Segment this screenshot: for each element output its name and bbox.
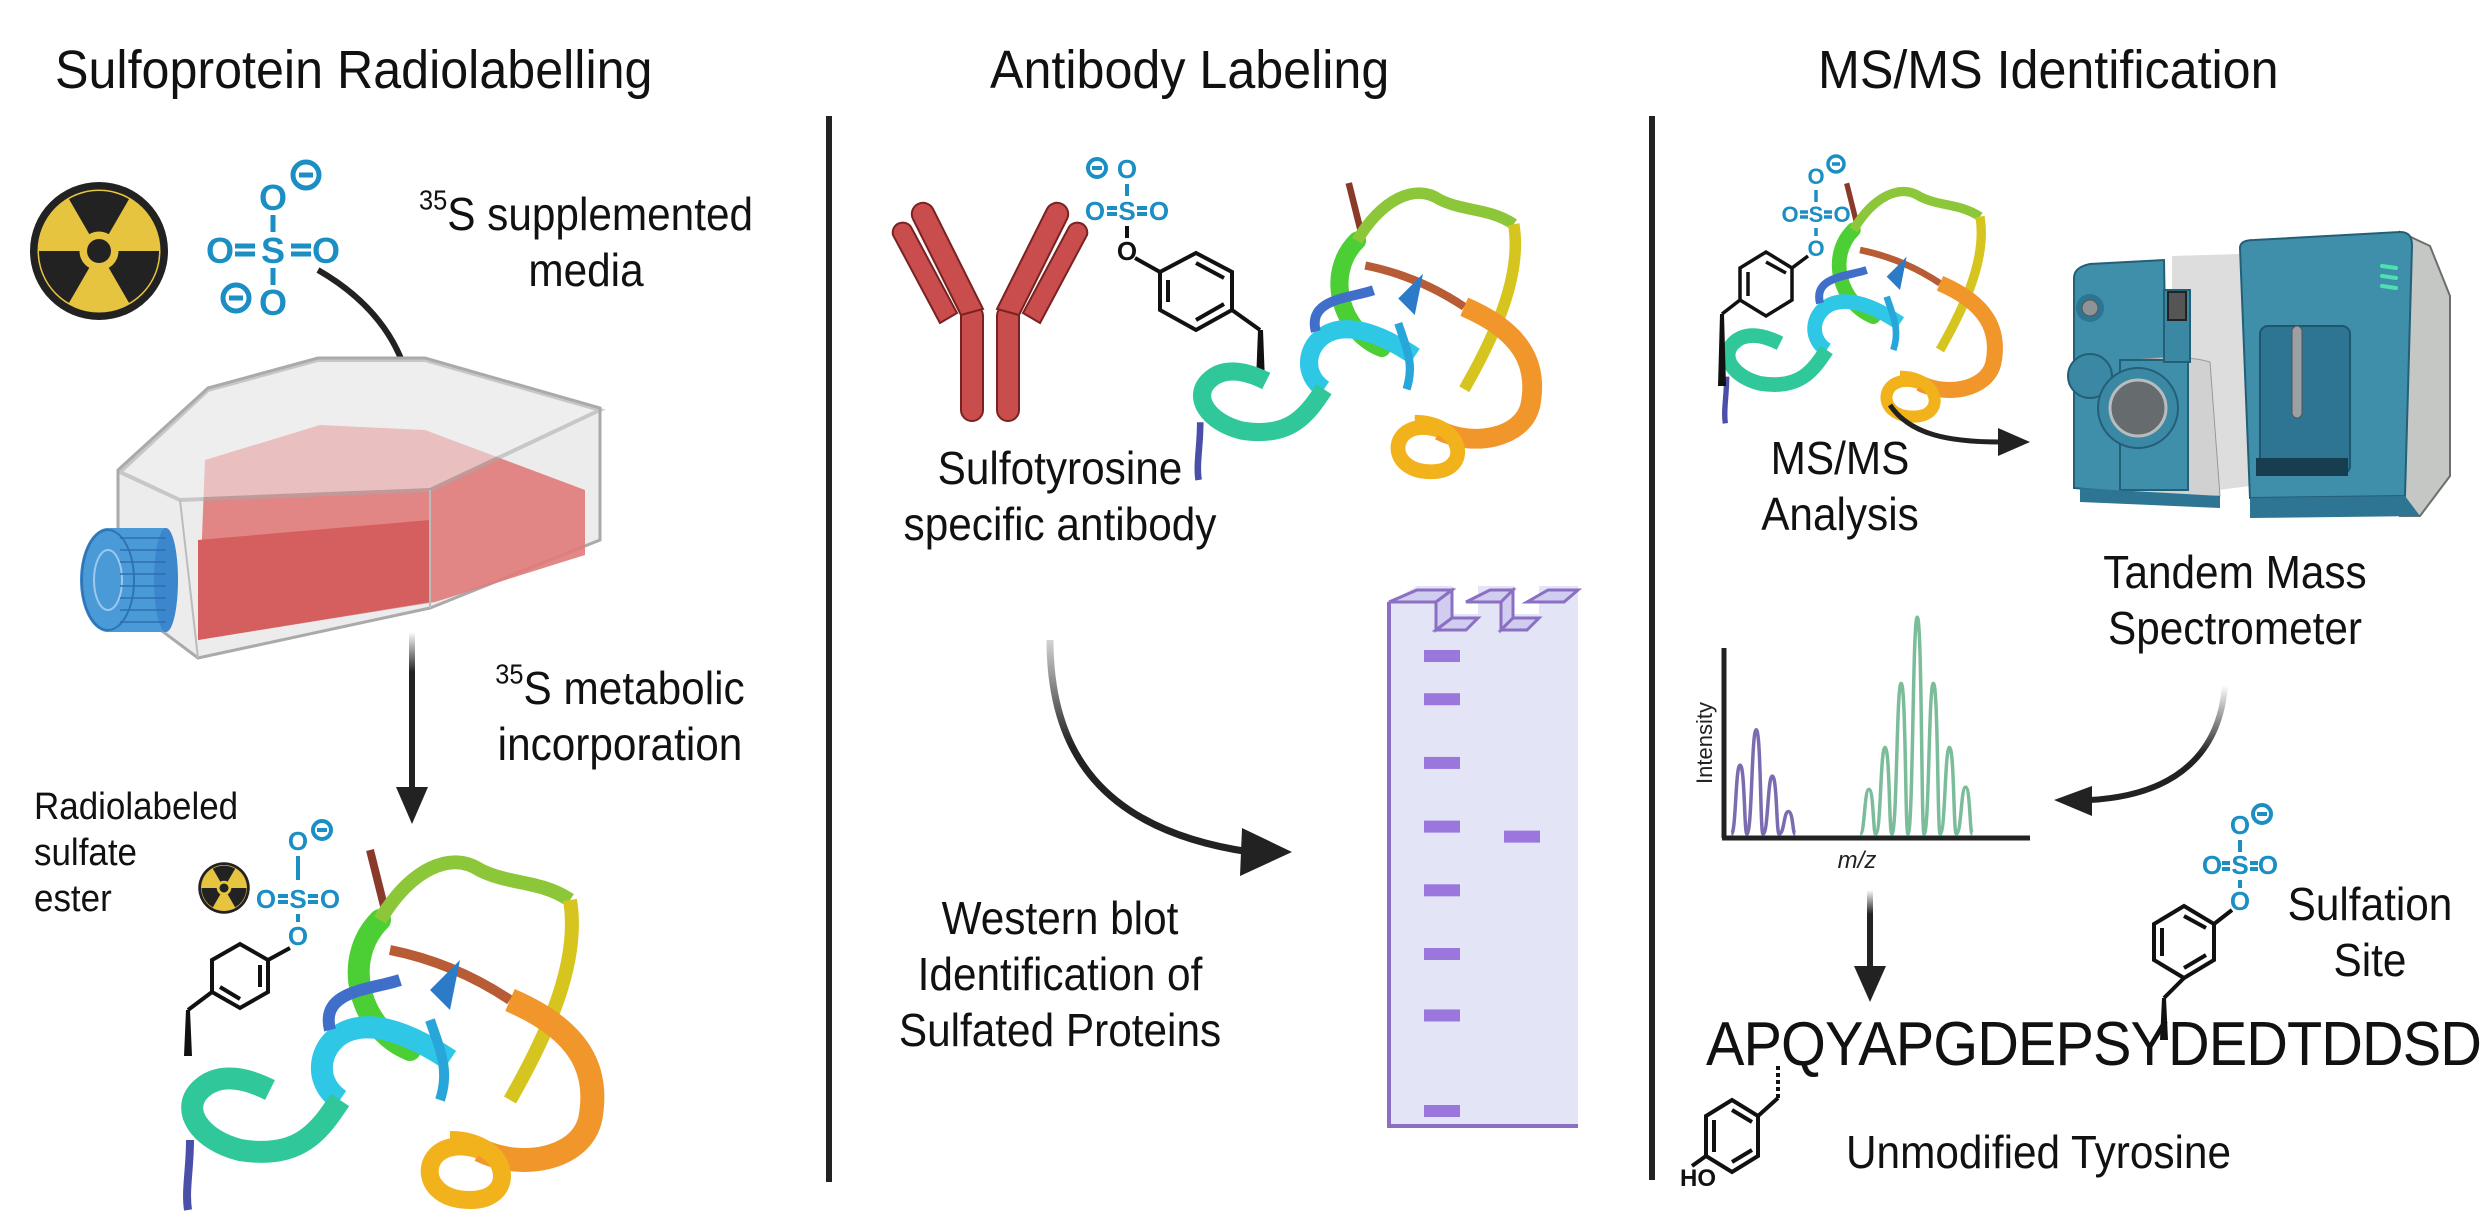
tandem-mass-spectrometer-label: Tandem Mass Spectrometer [2103, 546, 2367, 654]
svg-text:O: O [320, 884, 340, 914]
peptide-sequence: APQYAPGDEPSYDEDTDDSDK [1706, 1010, 2480, 1079]
svg-text:S: S [1118, 196, 1135, 226]
panel-divider-right [1649, 116, 1655, 1180]
ladder-band [1424, 650, 1460, 662]
sample-band [1504, 830, 1540, 843]
protein-ribbon-msms-icon [1720, 182, 2003, 424]
ladder-band [1424, 756, 1460, 769]
protein-ribbon-icon [181, 849, 605, 1211]
arrow-to-western-blot-icon [1046, 639, 1292, 876]
mass-spectrometer-icon [2067, 230, 2451, 518]
svg-text:O: O [1149, 196, 1169, 226]
protein-ribbon-antibody-icon [1193, 182, 1543, 481]
gel-bands [1424, 650, 1540, 1117]
svg-text:O: O [256, 884, 276, 914]
arrow-to-spectrometer-icon [1887, 403, 2030, 456]
spectrum-series-sulfated [1858, 615, 1975, 836]
svg-text:O: O [2202, 850, 2222, 880]
svg-text:S: S [289, 884, 306, 914]
ladder-band [1424, 1009, 1460, 1022]
arrow-to-peptide-icon [1854, 890, 1886, 1002]
radiation-icon [30, 182, 168, 320]
svg-text:O: O [288, 921, 308, 951]
panel-divider-left [826, 116, 832, 1182]
western-blot-gel [1387, 586, 1583, 1128]
ladder-band [1424, 820, 1460, 833]
svg-text:O: O [2230, 810, 2250, 840]
culture-flask-icon [80, 356, 606, 660]
ladder-band [1424, 948, 1460, 961]
sulfate-ion-icon: O S O O O [206, 159, 340, 323]
hydroxyl-label: HO [1680, 1165, 1716, 1192]
svg-text:O: O [1807, 164, 1824, 189]
sulfate-oxygen-top: O [259, 177, 287, 218]
svg-text:O: O [2258, 850, 2278, 880]
radiation-small-icon [198, 862, 250, 914]
svg-text:O: O [2230, 886, 2250, 916]
msms-analysis-label: MS/MS Analysis [1761, 432, 1919, 540]
sulfation-site-label: Sulfation Site [2287, 878, 2453, 986]
radiolabeled-ester-label: Radiolabeled sulfate ester [34, 786, 239, 920]
svg-text:S: S [2231, 850, 2248, 880]
ladder-band [1424, 1105, 1460, 1117]
spectrum-series-unmodified [1729, 727, 1797, 836]
ladder-band [1424, 884, 1460, 897]
svg-text:O: O [1117, 236, 1137, 266]
arrow-to-spectrum-icon [2054, 684, 2228, 816]
sulfate-sulfur: S [261, 230, 285, 271]
svg-text:O: O [1807, 236, 1824, 261]
svg-text:O: O [1833, 202, 1850, 227]
western-blot-label: Western blot Identification of Sulfated … [898, 892, 1222, 1056]
media-label: 35S supplemented media [418, 184, 754, 296]
svg-text:O: O [1781, 202, 1798, 227]
incorporation-label: 35S metabolic incorporation [495, 658, 745, 770]
svg-text:O: O [206, 230, 234, 271]
svg-text:O: O [259, 282, 287, 323]
panel-title-radiolabelling: Sulfoprotein Radiolabelling [55, 40, 653, 100]
y-axis-label: Intensity [1692, 702, 1717, 784]
unmodified-tyrosine-structure-icon: HO [1680, 1066, 1780, 1192]
svg-text:O: O [1085, 196, 1105, 226]
svg-text:S: S [1809, 202, 1824, 227]
svg-text:O: O [288, 826, 308, 856]
antibody-label: Sulfotyrosine specific antibody [903, 442, 1217, 550]
mass-spectrum-chart: Intensity m/z [1692, 615, 2030, 874]
x-axis-label: m/z [1838, 847, 1877, 874]
svg-text:O: O [312, 230, 340, 271]
ladder-band [1424, 693, 1460, 706]
panel-title-msms: MS/MS Identification [1818, 40, 2279, 100]
arrow-down-incorporation-icon [396, 632, 428, 824]
antibody-icon [891, 201, 1089, 422]
unmodified-tyrosine-label: Unmodified Tyrosine [1846, 1126, 2232, 1178]
panel-title-antibody: Antibody Labeling [990, 40, 1390, 100]
svg-text:O: O [1117, 154, 1137, 184]
